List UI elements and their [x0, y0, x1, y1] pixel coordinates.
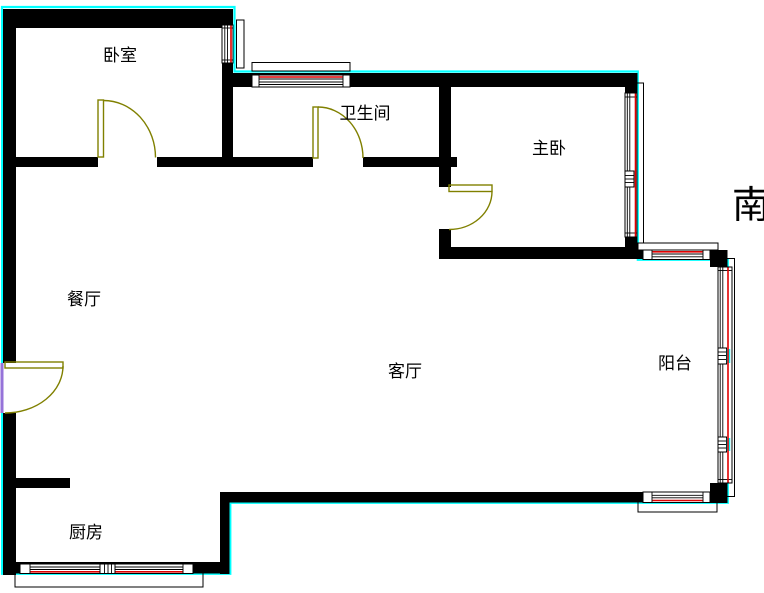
wall-kitchen-right	[220, 492, 230, 574]
room-label-dining-room: 餐厅	[67, 290, 101, 309]
wall-mid-horizontal-1	[3, 157, 98, 167]
wall-mid-horizontal-3	[363, 157, 457, 167]
master-bedroom-window	[624, 82, 644, 243]
room-labels: 卧室 卫生间 主卧 餐厅 客厅 阳台 厨房 南	[67, 46, 764, 542]
bathroom-window	[251, 62, 351, 88]
balcony-top-window	[637, 242, 719, 260]
bedroom-door	[97, 99, 157, 158]
master-bedroom-door	[448, 184, 493, 231]
room-label-bedroom: 卧室	[103, 46, 137, 65]
wall-bedroom-right	[222, 9, 233, 167]
wall-top-bedroom	[3, 9, 230, 28]
wall-left-upper	[3, 9, 16, 363]
wall-left-lower	[3, 413, 16, 575]
windows	[14, 19, 735, 588]
room-label-master-bedroom: 主卧	[532, 139, 566, 158]
exterior-outline	[0, 5, 729, 575]
wall-master-left-upper	[439, 73, 451, 187]
wall-balcony-corner-bottom	[710, 483, 728, 503]
room-label-balcony: 阳台	[658, 354, 692, 373]
entrance-door	[0, 361, 64, 414]
livingroom-bottom-window	[637, 491, 718, 513]
bedroom-window	[221, 19, 245, 69]
wall-master-bottom	[439, 247, 643, 259]
wall-balcony-corner-top	[710, 250, 728, 267]
wall-mid-horizontal-2	[157, 157, 313, 167]
balcony-right-window	[717, 258, 735, 497]
room-label-kitchen: 厨房	[69, 523, 103, 542]
walls	[3, 9, 728, 575]
wall-livingroom-bottom	[220, 492, 643, 503]
orientation-label-south: 南	[732, 185, 764, 227]
room-label-bathroom: 卫生间	[340, 104, 391, 123]
wall-kitchen-stub	[3, 478, 70, 488]
doors	[0, 99, 493, 414]
kitchen-window	[14, 563, 204, 588]
bathroom-door	[312, 106, 364, 159]
room-label-living-room: 客厅	[388, 362, 422, 381]
